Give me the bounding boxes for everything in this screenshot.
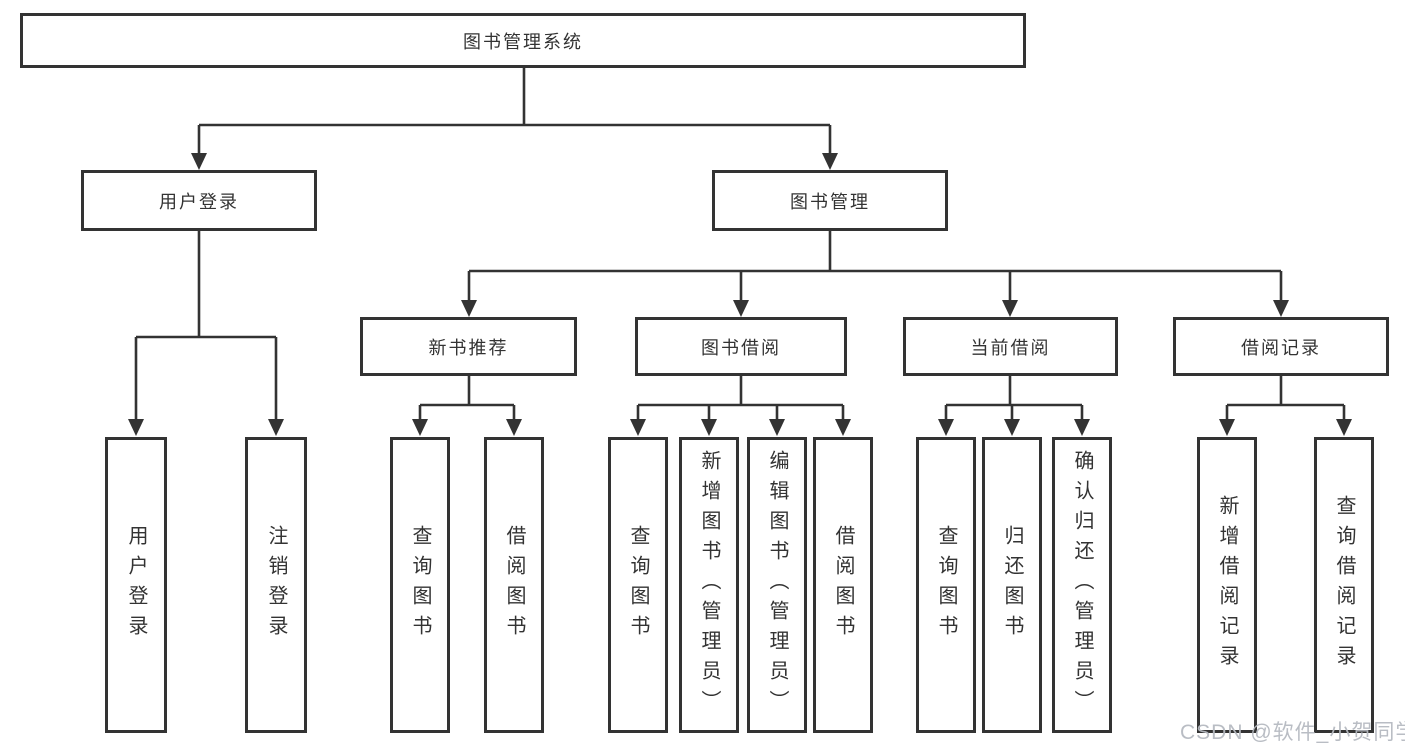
node-current-borrow: 当前借阅 <box>903 317 1118 376</box>
leaf-edit-books-admin: 编辑图书（管理员） <box>747 437 807 733</box>
leaf-label: 确认归还（管理员） <box>1071 450 1093 720</box>
node-book-management: 图书管理 <box>712 170 948 231</box>
node-book-borrow: 图书借阅 <box>635 317 847 376</box>
leaf-label: 编辑图书（管理员） <box>766 450 788 720</box>
leaf-label: 借阅图书 <box>832 525 854 645</box>
leaf-logout: 注销登录 <box>245 437 307 733</box>
leaf-add-books-admin: 新增图书（管理员） <box>679 437 739 733</box>
leaf-label: 新增图书（管理员） <box>698 450 720 720</box>
leaf-label: 新增借阅记录 <box>1216 495 1238 675</box>
node-label: 图书管理 <box>790 191 870 212</box>
leaf-label: 用户登录 <box>125 525 147 645</box>
leaf-query-books-recommend: 查询图书 <box>390 437 450 733</box>
leaf-query-borrow-record: 查询借阅记录 <box>1314 437 1374 733</box>
connector-records-to-leaves <box>1219 376 1352 436</box>
leaf-query-books-current: 查询图书 <box>916 437 976 733</box>
leaf-confirm-return-admin: 确认归还（管理员） <box>1052 437 1112 733</box>
node-borrow-records: 借阅记录 <box>1173 317 1389 376</box>
node-new-book-recommend: 新书推荐 <box>360 317 577 376</box>
node-label: 借阅记录 <box>1241 337 1321 358</box>
node-label: 当前借阅 <box>970 337 1051 358</box>
leaf-label: 归还图书 <box>1001 525 1023 645</box>
node-label: 图书管理系统 <box>463 31 583 52</box>
leaf-user-login: 用户登录 <box>105 437 167 733</box>
leaf-add-borrow-record: 新增借阅记录 <box>1197 437 1257 733</box>
leaf-label: 查询图书 <box>935 525 957 645</box>
leaf-label: 注销登录 <box>265 525 287 645</box>
connector-root-to-level2 <box>191 68 838 170</box>
leaf-label: 查询借阅记录 <box>1333 495 1355 675</box>
node-user-login: 用户登录 <box>81 170 317 231</box>
leaf-label: 查询图书 <box>627 525 649 645</box>
connector-newbook-to-leaves <box>412 376 522 436</box>
node-label: 用户登录 <box>159 191 239 212</box>
connector-borrow-to-leaves <box>630 376 851 436</box>
leaf-query-books-borrow: 查询图书 <box>608 437 668 733</box>
node-label: 新书推荐 <box>428 337 509 358</box>
leaf-label: 查询图书 <box>409 525 431 645</box>
connector-login-to-leaves <box>128 231 284 436</box>
connector-management-to-level3 <box>461 231 1289 317</box>
node-label: 图书借阅 <box>701 337 781 358</box>
leaf-label: 借阅图书 <box>503 525 525 645</box>
leaf-borrow-books-recommend: 借阅图书 <box>484 437 544 733</box>
csdn-watermark: CSDN @软件_小贺同学 <box>1180 721 1405 744</box>
leaf-return-books: 归还图书 <box>982 437 1042 733</box>
node-book-management-system: 图书管理系统 <box>20 13 1026 68</box>
leaf-borrow-books: 借阅图书 <box>813 437 873 733</box>
connector-current-to-leaves <box>938 376 1090 436</box>
